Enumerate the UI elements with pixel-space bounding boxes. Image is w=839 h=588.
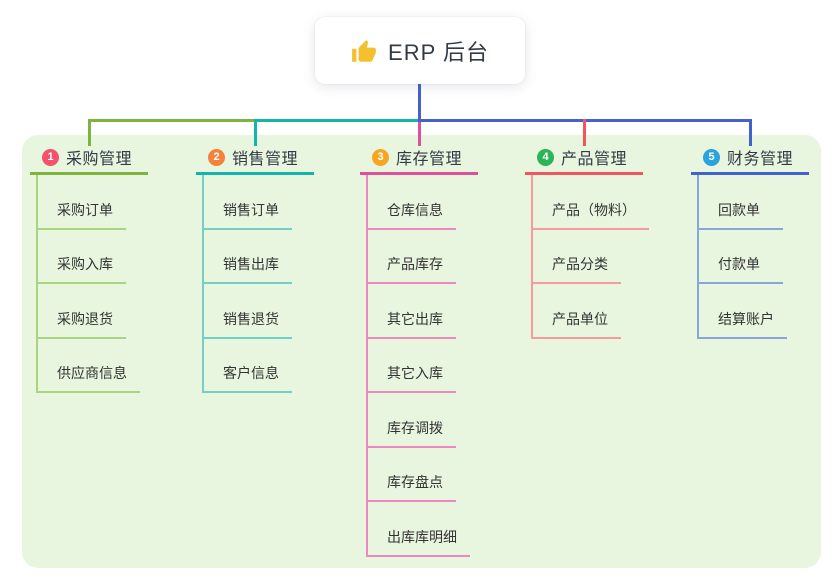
branch-node-4: 4 产品管理 产品（物料） 产品分类产品单位	[525, 142, 649, 339]
branch-children: 仓库信息产品库存其它出库其它入库库存调拨库存盘点出库库明细	[360, 175, 478, 557]
sub-node[interactable]: 库存调拨	[366, 393, 456, 448]
sub-node[interactable]: 仓库信息	[366, 175, 456, 230]
sub-node[interactable]: 采购订单	[36, 175, 126, 230]
sub-node-label: 其它出库	[387, 310, 443, 327]
root-node-label: ERP 后台	[388, 39, 489, 65]
branch-node-label: 产品管理	[561, 151, 628, 168]
branch-node-3: 3 库存管理 仓库信息产品库存其它出库其它入库库存调拨库存盘点出库库明细	[360, 142, 478, 557]
sub-node[interactable]: 销售订单	[202, 175, 292, 230]
sub-node[interactable]: 销售出库	[202, 230, 292, 284]
sub-node[interactable]: 采购入库	[36, 230, 126, 284]
sub-node[interactable]: 产品库存	[366, 230, 456, 284]
sub-node-label: 销售出库	[223, 256, 279, 272]
branch-children: 采购订单采购入库采购退货供应商信息	[30, 175, 148, 393]
connector-root-vertical	[417, 84, 421, 122]
sub-node[interactable]: 客户信息	[202, 339, 292, 393]
sub-node-label: 付款单	[718, 256, 760, 272]
connector-drop-branch-4	[582, 119, 586, 146]
sub-node-label: 客户信息	[223, 365, 279, 381]
branch-vertical-line	[366, 175, 368, 557]
sub-node[interactable]: 产品分类	[531, 230, 621, 284]
sub-node-label: 产品分类	[552, 256, 608, 272]
branch-number-badge: 5	[703, 148, 720, 166]
sub-node-label: 供应商信息	[57, 365, 127, 381]
sub-node-label: 采购入库	[57, 256, 113, 272]
branch-node-5: 5 财务管理 回款单付款单结算账户	[691, 142, 809, 339]
sub-node-label: 其它入库	[387, 365, 443, 381]
sub-node-label: 库存盘点	[387, 474, 443, 490]
connector-drop-branch-5	[748, 119, 752, 146]
connector-drop-branch-2	[253, 119, 257, 146]
connector-drop-branch-1	[87, 119, 91, 146]
sub-node[interactable]: 库存盘点	[366, 448, 456, 502]
sub-node-label: 采购退货	[57, 310, 113, 327]
connector-drop-branch-3	[417, 122, 421, 146]
branch-node-2: 2 销售管理 销售订单销售出库销售退货客户信息	[196, 142, 314, 393]
sub-node[interactable]: 付款单	[697, 230, 783, 284]
sub-node-label: 产品库存	[387, 256, 443, 272]
sub-node-label: 结算账户	[718, 310, 774, 327]
branch-node-label: 采购管理	[66, 151, 133, 168]
branch-vertical-line	[697, 175, 699, 339]
branch-number-badge: 1	[42, 148, 59, 166]
mindmap-background-panel	[22, 135, 821, 568]
sub-node-label: 销售退货	[223, 310, 279, 327]
sub-node[interactable]: 回款单	[697, 175, 783, 230]
branch-node[interactable]: 1 采购管理	[30, 142, 148, 175]
branch-vertical-line	[531, 175, 533, 339]
branch-number-badge: 2	[208, 148, 225, 166]
branch-number-badge: 3	[372, 148, 389, 166]
branch-node[interactable]: 2 销售管理	[196, 142, 314, 175]
sub-node[interactable]: 产品（物料）	[531, 175, 649, 230]
sub-node[interactable]: 采购退货	[36, 284, 126, 339]
sub-node-label: 产品单位	[552, 310, 608, 327]
branch-node-label: 销售管理	[232, 151, 299, 168]
connector-bus-segment-2	[253, 119, 419, 122]
root-node[interactable]: ERP 后台	[315, 17, 525, 84]
branch-node[interactable]: 4 产品管理	[525, 142, 643, 175]
sub-node[interactable]: 供应商信息	[36, 339, 140, 393]
sub-node[interactable]: 其它出库	[366, 284, 456, 339]
branch-vertical-line	[36, 175, 38, 393]
sub-node[interactable]: 产品单位	[531, 284, 621, 339]
branch-node-1: 1 采购管理 采购订单采购入库采购退货供应商信息	[30, 142, 148, 393]
branch-node-label: 库存管理	[396, 151, 463, 168]
sub-node-label: 出库库明细	[387, 528, 457, 545]
sub-node-label: 库存调拨	[387, 419, 443, 436]
sub-node-label: 回款单	[718, 201, 760, 218]
branch-children: 产品（物料） 产品分类产品单位	[525, 175, 649, 339]
branch-node[interactable]: 5 财务管理	[691, 142, 809, 175]
sub-node[interactable]: 结算账户	[697, 284, 787, 339]
thumbs-up-icon	[352, 39, 376, 62]
branch-node[interactable]: 3 库存管理	[360, 142, 478, 175]
sub-node-label: 销售订单	[223, 201, 279, 218]
sub-node[interactable]: 出库库明细	[366, 502, 470, 557]
sub-node[interactable]: 其它入库	[366, 339, 456, 393]
branch-node-label: 财务管理	[727, 151, 794, 168]
sub-node-label: 仓库信息	[387, 201, 443, 218]
sub-node-label: 产品（物料）	[552, 201, 636, 218]
branch-children: 销售订单销售出库销售退货客户信息	[196, 175, 314, 393]
branch-number-badge: 4	[537, 148, 554, 166]
sub-node-label: 采购订单	[57, 201, 113, 218]
sub-node[interactable]: 销售退货	[202, 284, 292, 339]
branch-vertical-line	[202, 175, 204, 393]
connector-bus-segment-1	[89, 119, 257, 122]
branch-children: 回款单付款单结算账户	[691, 175, 809, 339]
